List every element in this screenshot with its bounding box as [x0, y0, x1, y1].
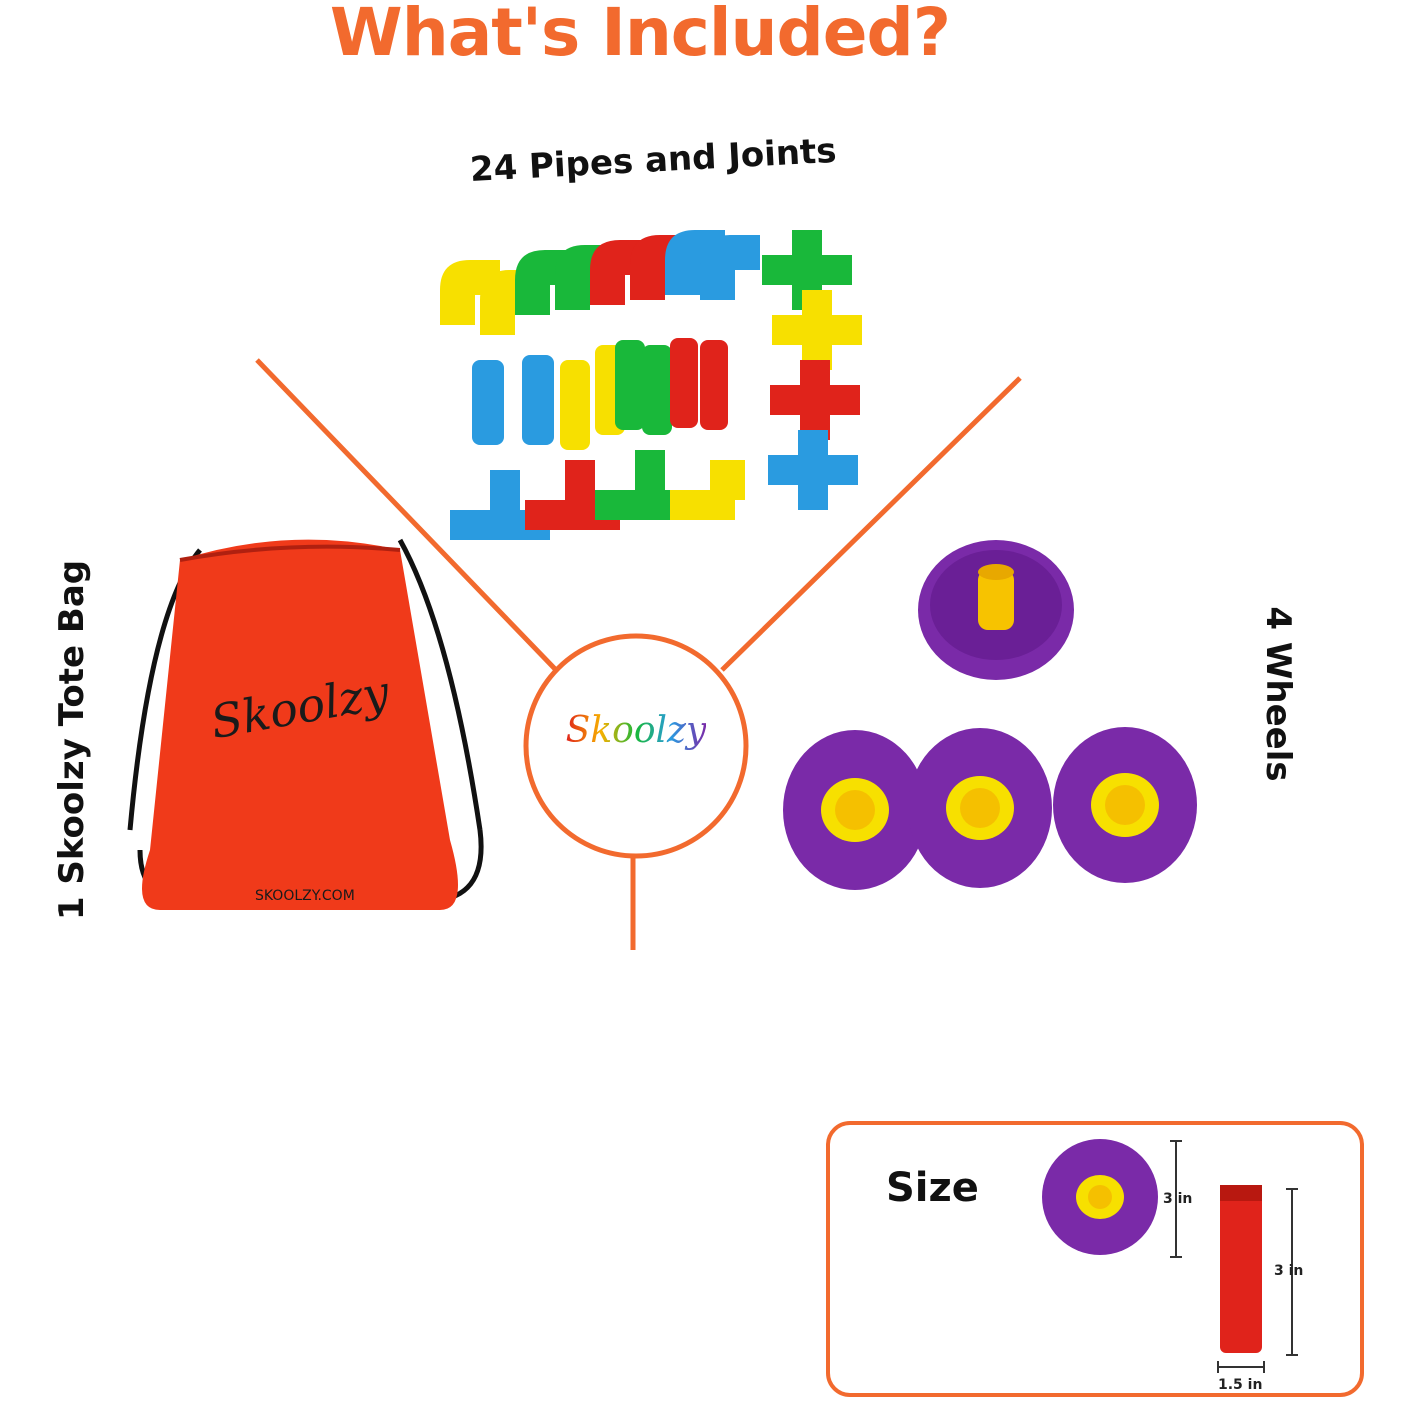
size-box: Size 3 in 3 in 1.5 in [826, 1121, 1364, 1397]
wheel-right [1053, 727, 1197, 883]
wheels-image [783, 540, 1197, 890]
bag-body [142, 539, 458, 910]
center-circle [523, 633, 749, 859]
pipe-height-label: 3 in [1274, 1263, 1304, 1279]
wheels-label: 4 Wheels [1258, 606, 1298, 782]
size-pipe [1220, 1185, 1262, 1353]
straight-pipes [472, 338, 728, 450]
cross-joints [762, 230, 862, 510]
pipe-dimension-line [1217, 1188, 1298, 1373]
pipes-image [440, 230, 862, 540]
pipe-width-label: 1.5 in [1218, 1377, 1263, 1393]
wheel-top [918, 540, 1074, 680]
size-title: Size [886, 1165, 979, 1211]
wheel-middle [908, 728, 1052, 888]
tote-bag-image: Skoolzy SKOOLZY.COM [110, 530, 510, 930]
wheel-dimension-line [1170, 1140, 1182, 1258]
tote-label: 1 Skoolzy Tote Bag [52, 559, 92, 921]
drawstring [127, 538, 484, 904]
bag-url: SKOOLZY.COM [255, 888, 355, 904]
size-diagram [1042, 1139, 1298, 1373]
wheel-height-label: 3 in [1163, 1191, 1193, 1207]
wheel-left [783, 730, 927, 890]
divider-right [720, 376, 1022, 672]
divider-left [255, 358, 558, 672]
size-wheel [1042, 1139, 1158, 1255]
page-title: What's Included? [329, 0, 951, 71]
elbow-pipes [440, 230, 760, 335]
center-logo-text: Skoolzy [565, 710, 707, 751]
tee-joints [450, 450, 745, 540]
center-logo: Skoolzy [556, 710, 716, 751]
